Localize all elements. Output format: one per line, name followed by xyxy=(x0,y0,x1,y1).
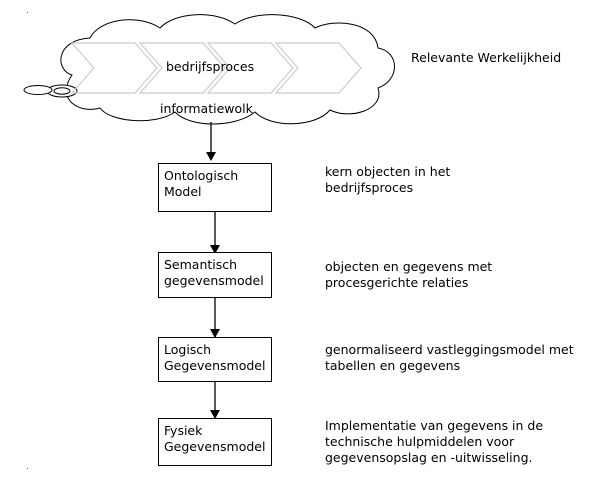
physical-model-title-line1: Fysiek xyxy=(164,423,203,438)
process-label: bedrijfsproces xyxy=(166,59,255,74)
physical-model-box: Fysiek Gegevensmodel xyxy=(158,418,272,466)
physical-model-title-line2: Gegevensmodel xyxy=(164,439,266,454)
connectors xyxy=(206,122,220,419)
process-chevrons xyxy=(70,42,362,94)
chevron-2 xyxy=(138,42,226,94)
physical-desc-line2: technische hulpmiddelen voor xyxy=(325,434,515,449)
ontological-model-title-line1: Ontologisch xyxy=(164,168,239,183)
physical-desc-line3: gegevensopslag en -uitwisseling. xyxy=(325,450,533,465)
cloud-label: informatiewolk xyxy=(160,101,253,116)
stray-dot-top xyxy=(27,12,28,13)
chevron-1 xyxy=(70,42,158,94)
physical-desc-line1: Implementatie van gegevens in de xyxy=(325,418,544,433)
semantic-model-title-line1: Semantisch xyxy=(164,257,238,272)
ontological-model-box: Ontologisch Model xyxy=(158,163,272,212)
ontological-model-title-line2: Model xyxy=(164,184,202,199)
logical-model-title-line1: Logisch xyxy=(164,342,212,357)
information-cloud xyxy=(23,14,395,125)
logical-desc-line2: tabellen en gegevens xyxy=(325,358,461,373)
logical-model-title-line2: Gegevensmodel xyxy=(164,358,266,373)
physical-model-description: Implementatie van gegevens in de technis… xyxy=(325,418,543,466)
semantic-desc-line2: procesgerichte relaties xyxy=(325,275,469,290)
stray-dot-bottom xyxy=(27,468,28,469)
logical-desc-line1: genormaliseerd vastleggingsmodel met xyxy=(325,342,574,357)
chevron-4 xyxy=(274,42,362,94)
ontological-desc-line1: kern objecten in het xyxy=(325,164,451,179)
chevron-3 xyxy=(206,42,294,94)
semantic-model-box: Semantisch gegevensmodel xyxy=(158,252,272,298)
semantic-model-title-line2: gegevensmodel xyxy=(164,273,264,288)
logical-model-description: genormaliseerd vastleggingsmodel met tab… xyxy=(325,342,574,374)
ontological-model-description: kern objecten in het bedrijfsproces xyxy=(325,164,450,196)
semantic-desc-line1: objecten en gegevens met xyxy=(325,259,493,274)
reality-label: Relevante Werkelijkheid xyxy=(411,50,562,65)
logical-model-box: Logisch Gegevensmodel xyxy=(158,337,272,382)
semantic-model-description: objecten en gegevens met procesgerichte … xyxy=(325,259,492,291)
ontological-desc-line2: bedrijfsproces xyxy=(325,180,414,195)
